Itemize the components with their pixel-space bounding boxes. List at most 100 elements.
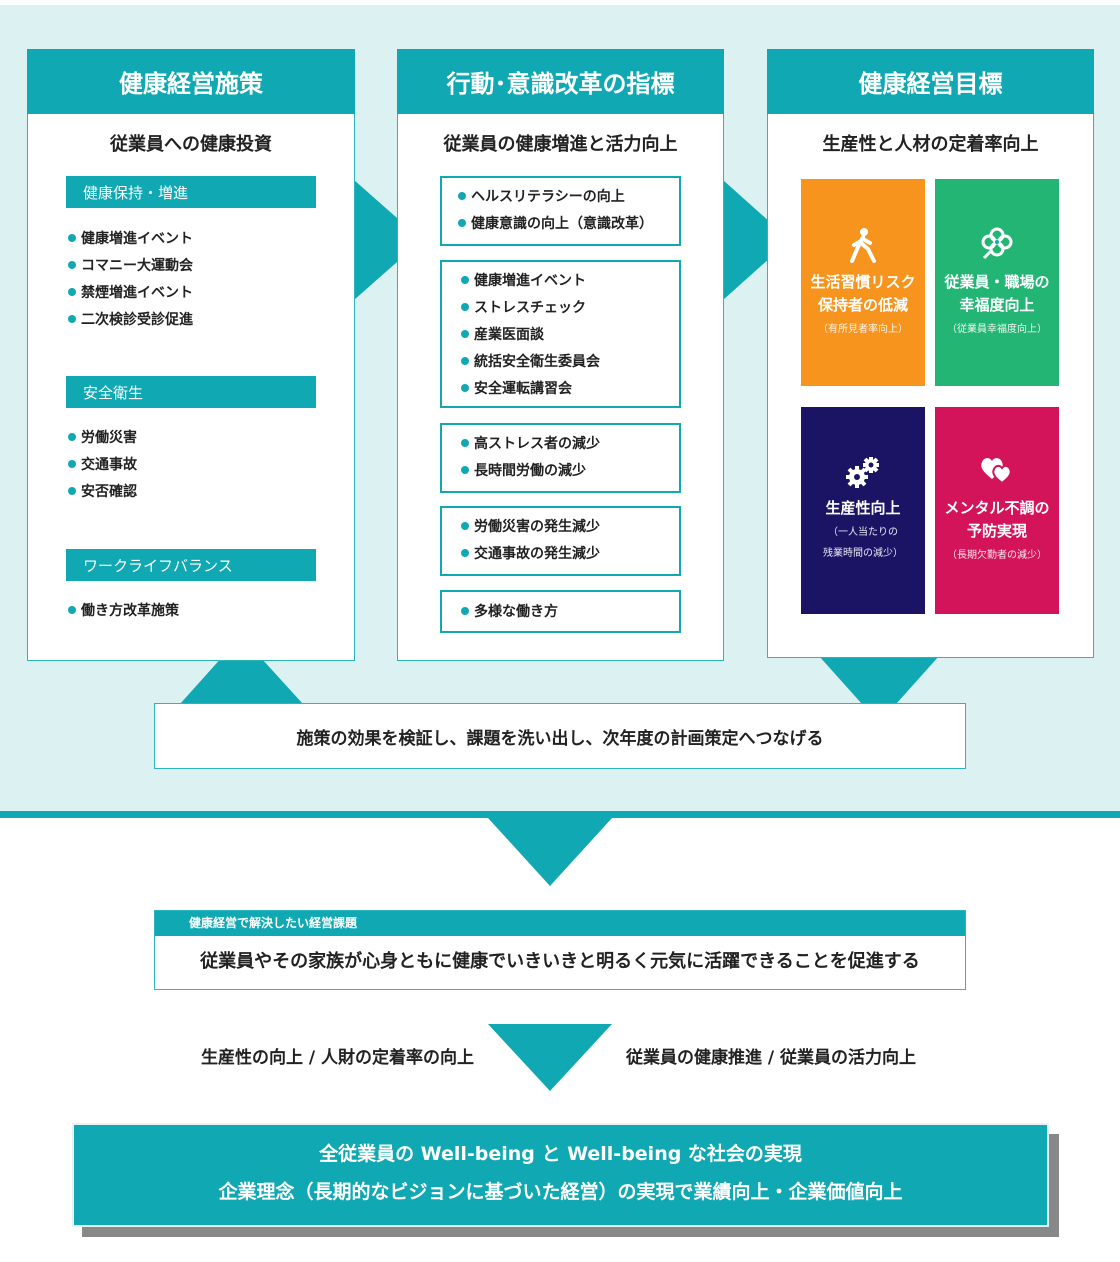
feedback-text: 施策の効果を検証し、課題を洗い出し、次年度の計画策定へつなげる: [296, 728, 824, 749]
goal-tile-note: 残業時間の減少）: [823, 548, 903, 559]
column-subtitle: 生産性と人材の定着率向上: [822, 134, 1039, 155]
list-item-label: 労働災害の発生減少: [474, 519, 600, 535]
goal-tile: メンタル不調の予防実現（長期欠勤者の減少）: [935, 407, 1059, 614]
bullet-icon: [461, 549, 469, 557]
list-item-label: 長時間労働の減少: [474, 463, 586, 479]
goal-box: 全従業員の Well-being と Well-being な社会の実現 企業理…: [72, 1123, 1049, 1227]
goal-tile: 生活習慣リスク保持者の低減（有所見者率向上）: [801, 179, 925, 386]
list-item-label: 労働災害: [81, 430, 137, 446]
bullet-icon: [68, 234, 76, 242]
column-title: 行動･意識改革の指標: [397, 49, 724, 114]
goal-tile-title: 生産性向上: [825, 499, 901, 517]
bullet-icon: [458, 219, 466, 227]
list-item-label: 働き方改革施策: [81, 603, 179, 619]
list-item: 労働災害: [68, 427, 137, 447]
goal-tile-title: 幸福度向上: [959, 296, 1035, 314]
list-item: ストレスチェック: [461, 297, 586, 317]
list-item: 二次検診受診促進: [68, 309, 193, 329]
list-item-label: 健康意識の向上（意識改革）: [471, 216, 653, 232]
bullet-icon: [461, 357, 469, 365]
list-item: 労働災害の発生減少: [461, 516, 600, 536]
indicator-box: 健康増進イベントストレスチェック産業医面談統括安全衛生委員会安全運転講習会: [440, 260, 681, 408]
bullet-icon: [68, 460, 76, 468]
divider-line: [0, 811, 1120, 818]
clover-icon: [935, 227, 1059, 263]
management-issue-box: 健康経営で解決したい経営課題 従業員やその家族が心身ともに健康でいきいきと明るく…: [154, 910, 966, 990]
bullet-icon: [461, 439, 469, 447]
list-item: 健康増進イベント: [461, 270, 586, 290]
section-header: ワークライフバランス: [66, 549, 316, 581]
goal-line-1: 全従業員の Well-being と Well-being な社会の実現: [319, 1143, 802, 1165]
arrow-down-benefits: [488, 1024, 612, 1091]
goal-tile: 従業員・職場の幸福度向上 （従業員幸福度向上）: [935, 179, 1059, 386]
list-item-label: コマニー大運動会: [81, 258, 193, 274]
bullet-icon: [461, 466, 469, 474]
list-item: ヘルスリテラシーの向上: [458, 186, 625, 206]
issue-label: 健康経営で解決したい経営課題: [155, 911, 965, 936]
goal-tile-note: （一人当たりの: [828, 527, 898, 538]
indicator-box: 多様な働き方: [440, 590, 681, 633]
hearts-icon: [935, 455, 1059, 491]
bullet-icon: [68, 315, 76, 323]
bullet-icon: [461, 607, 469, 615]
issue-text: 従業員やその家族が心身ともに健康でいきいきと明るく元気に活躍できることを促進する: [200, 951, 920, 972]
walking-person-icon: [801, 227, 925, 263]
goal-tile-title: 従業員・職場の: [944, 273, 1050, 291]
list-item: コマニー大運動会: [68, 255, 193, 275]
column-title: 健康経営施策: [27, 49, 355, 114]
section-header: 健康保持・増進: [66, 176, 316, 208]
list-item-label: 多様な働き方: [474, 604, 558, 620]
list-item-label: 安全運転講習会: [474, 381, 572, 397]
arrow-down-main: [488, 818, 612, 886]
list-item-label: 二次検診受診促進: [81, 312, 193, 328]
list-item-label: 安否確認: [81, 484, 137, 500]
column-subtitle: 従業員の健康増進と活力向上: [443, 134, 678, 155]
goal-tile-note: （有所見者率向上）: [818, 324, 908, 335]
column-behavior-indicators: 行動･意識改革の指標 従業員の健康増進と活力向上 ヘルスリテラシーの向上健康意識…: [397, 49, 724, 661]
bullet-icon: [461, 384, 469, 392]
list-item-label: 禁煙増進イベント: [81, 285, 193, 301]
list-item-label: 健康増進イベント: [474, 273, 586, 289]
list-item-label: ヘルスリテラシーの向上: [471, 189, 625, 205]
goal-tile-note: （従業員幸福度向上）: [947, 324, 1047, 335]
section-header: 安全衛生: [66, 376, 316, 408]
benefits-right: 従業員の健康推進 / 従業員の活力向上: [626, 1048, 917, 1068]
indicator-box: 高ストレス者の減少長時間労働の減少: [440, 423, 681, 493]
bullet-icon: [461, 330, 469, 338]
bullet-icon: [68, 261, 76, 269]
list-item-label: 統括安全衛生委員会: [474, 354, 600, 370]
goal-tile-note: （長期欠勤者の減少）: [947, 550, 1047, 561]
list-item: 安全運転講習会: [461, 378, 572, 398]
benefits-left: 生産性の向上 / 人財の定着率の向上: [200, 1048, 474, 1068]
list-item-label: 高ストレス者の減少: [474, 436, 600, 452]
bullet-icon: [68, 288, 76, 296]
list-item: 働き方改革施策: [68, 600, 179, 620]
feedback-box: 施策の効果を検証し、課題を洗い出し、次年度の計画策定へつなげる: [154, 703, 966, 769]
goal-tile-title: 予防実現: [966, 522, 1027, 540]
indicator-box: 労働災害の発生減少交通事故の発生減少: [440, 506, 681, 576]
list-item: 交通事故: [68, 454, 137, 474]
list-item: 多様な働き方: [461, 601, 558, 621]
goal-tile: 生産性向上 （一人当たりの残業時間の減少）: [801, 407, 925, 614]
list-item: 産業医面談: [461, 324, 544, 344]
column-health-measures: 健康経営施策 従業員への健康投資 健康保持・増進健康増進イベントコマニー大運動会…: [27, 49, 355, 661]
bullet-icon: [461, 522, 469, 530]
list-item-label: 交通事故の発生減少: [474, 546, 600, 562]
list-item-label: 交通事故: [81, 457, 137, 473]
goal-line-2: 企業理念（長期的なビジョンに基づいた経営）の実現で業績向上・企業価値向上: [218, 1181, 903, 1203]
bullet-icon: [461, 303, 469, 311]
list-item: 統括安全衛生委員会: [461, 351, 600, 371]
indicator-box: ヘルスリテラシーの向上健康意識の向上（意識改革）: [440, 176, 681, 246]
list-item-label: 健康増進イベント: [81, 231, 193, 247]
list-item-label: 産業医面談: [474, 327, 544, 343]
column-title: 健康経営目標: [767, 49, 1094, 114]
column-health-goals: 健康経営目標 生産性と人材の定着率向上 生活習慣リスク保持者の低減（有所見者率向…: [767, 49, 1094, 658]
bullet-icon: [461, 276, 469, 284]
gears-icon: [801, 455, 925, 491]
list-item-label: ストレスチェック: [474, 300, 586, 316]
bullet-icon: [68, 606, 76, 614]
bullet-icon: [458, 192, 466, 200]
bullet-icon: [68, 433, 76, 441]
list-item: 健康意識の向上（意識改革）: [458, 213, 653, 233]
bullet-icon: [68, 487, 76, 495]
